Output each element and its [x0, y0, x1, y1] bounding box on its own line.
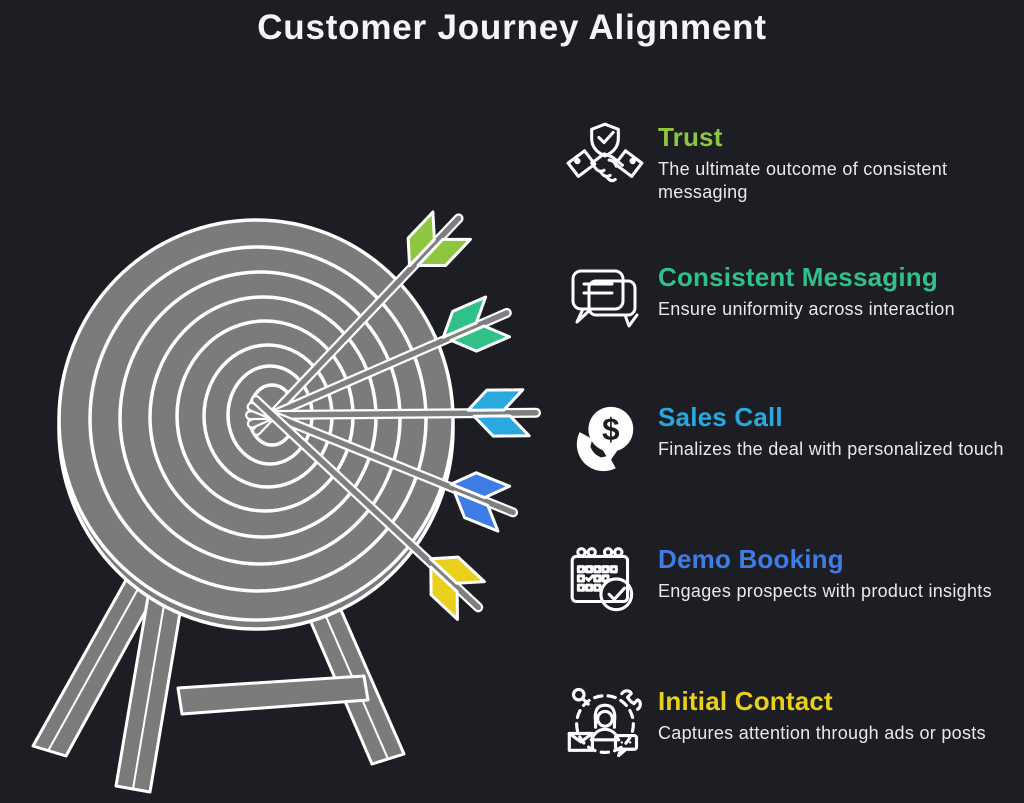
arrow-initial-contact	[250, 394, 486, 621]
fletching-initial-contact	[429, 555, 486, 585]
stage-description: The ultimate outcome of consistent messa…	[658, 159, 948, 203]
chat-bubbles-icon	[562, 256, 648, 342]
arrow-demo-booking	[246, 401, 519, 533]
journey-stage-list: Trust The ultimate outcome of consistent…	[560, 0, 1024, 803]
arrow-trust	[251, 210, 472, 436]
fletching-sales-call	[466, 388, 525, 412]
arrow-sales-call	[245, 388, 541, 438]
fletching-demo-booking	[449, 471, 512, 500]
stage-description: Finalizes the deal with personalized tou…	[658, 439, 1004, 459]
list-item-consistent-messaging: Consistent Messaging Ensure uniformity a…	[562, 256, 1024, 342]
page-title: Customer Journey Alignment	[257, 8, 767, 47]
list-item-trust: Trust The ultimate outcome of consistent…	[562, 116, 1024, 204]
stage-label: Sales Call	[658, 402, 783, 432]
arrow-consistent-messaging	[246, 295, 512, 429]
fletching-trust	[406, 210, 436, 268]
target-graphic	[31, 210, 541, 794]
stage-label: Consistent Messaging	[658, 262, 938, 292]
arrows	[245, 210, 541, 621]
handshake-shield-icon	[562, 116, 648, 202]
stage-label: Trust	[658, 122, 723, 152]
stage-label: Initial Contact	[658, 686, 833, 716]
stage-label: Demo Booking	[658, 544, 844, 574]
stage-description: Engages prospects with product insights	[658, 581, 992, 601]
phone-dollar-icon: $	[562, 396, 648, 482]
list-item-demo-booking: Demo Booking Engages prospects with prod…	[562, 538, 1024, 624]
stage-description: Ensure uniformity across interaction	[658, 299, 955, 319]
list-item-initial-contact: Initial Contact Captures attention throu…	[562, 680, 1024, 766]
stage-description: Captures attention through ads or posts	[658, 723, 986, 743]
calendar-check-icon	[562, 538, 648, 624]
list-item-sales-call: $ Sales Call Finalizes the deal with per…	[562, 396, 1024, 482]
target-svg	[31, 210, 541, 794]
svg-text:$: $	[602, 412, 619, 447]
person-network-icon	[562, 680, 648, 766]
fletching-consistent-messaging	[441, 295, 488, 339]
